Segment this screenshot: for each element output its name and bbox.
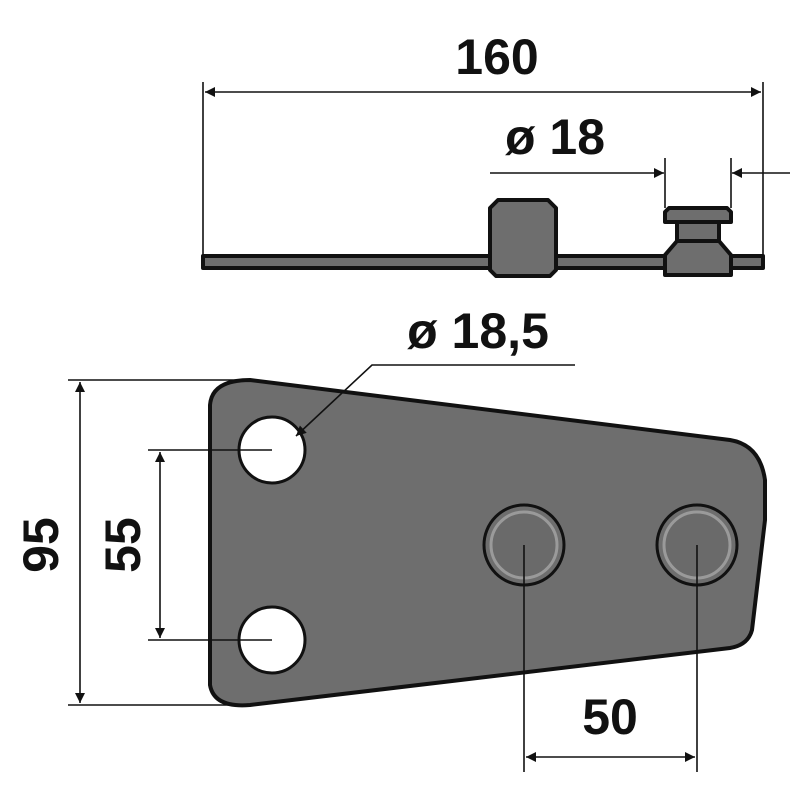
plate-side-profile (201, 254, 765, 270)
dimension-label-length: 160 (455, 29, 538, 85)
bolt-neck-side (675, 220, 721, 243)
dimension-label-hole-spacing: 55 (95, 517, 151, 573)
dimension-label-height: 95 (13, 517, 69, 573)
bolt-head-side (663, 206, 733, 224)
dimension-50: 50 (523, 545, 698, 772)
front-view (208, 378, 767, 708)
dimension-label-bolt-spacing: 50 (582, 689, 638, 745)
dimension-160: 160 (202, 29, 764, 256)
side-view (201, 198, 765, 278)
dimension-hole-diameter: ø 18,5 (295, 303, 575, 437)
dimension-55: 55 (95, 449, 272, 641)
bolt-base-side (663, 239, 733, 277)
dimension-label-hole-diameter: ø 18,5 (407, 303, 549, 359)
nut-side (488, 198, 558, 278)
dimension-95: 95 (13, 379, 248, 706)
dimension-bolt-diameter: ø 18 (490, 109, 790, 208)
dimension-label-bolt-diameter: ø 18 (505, 109, 605, 165)
